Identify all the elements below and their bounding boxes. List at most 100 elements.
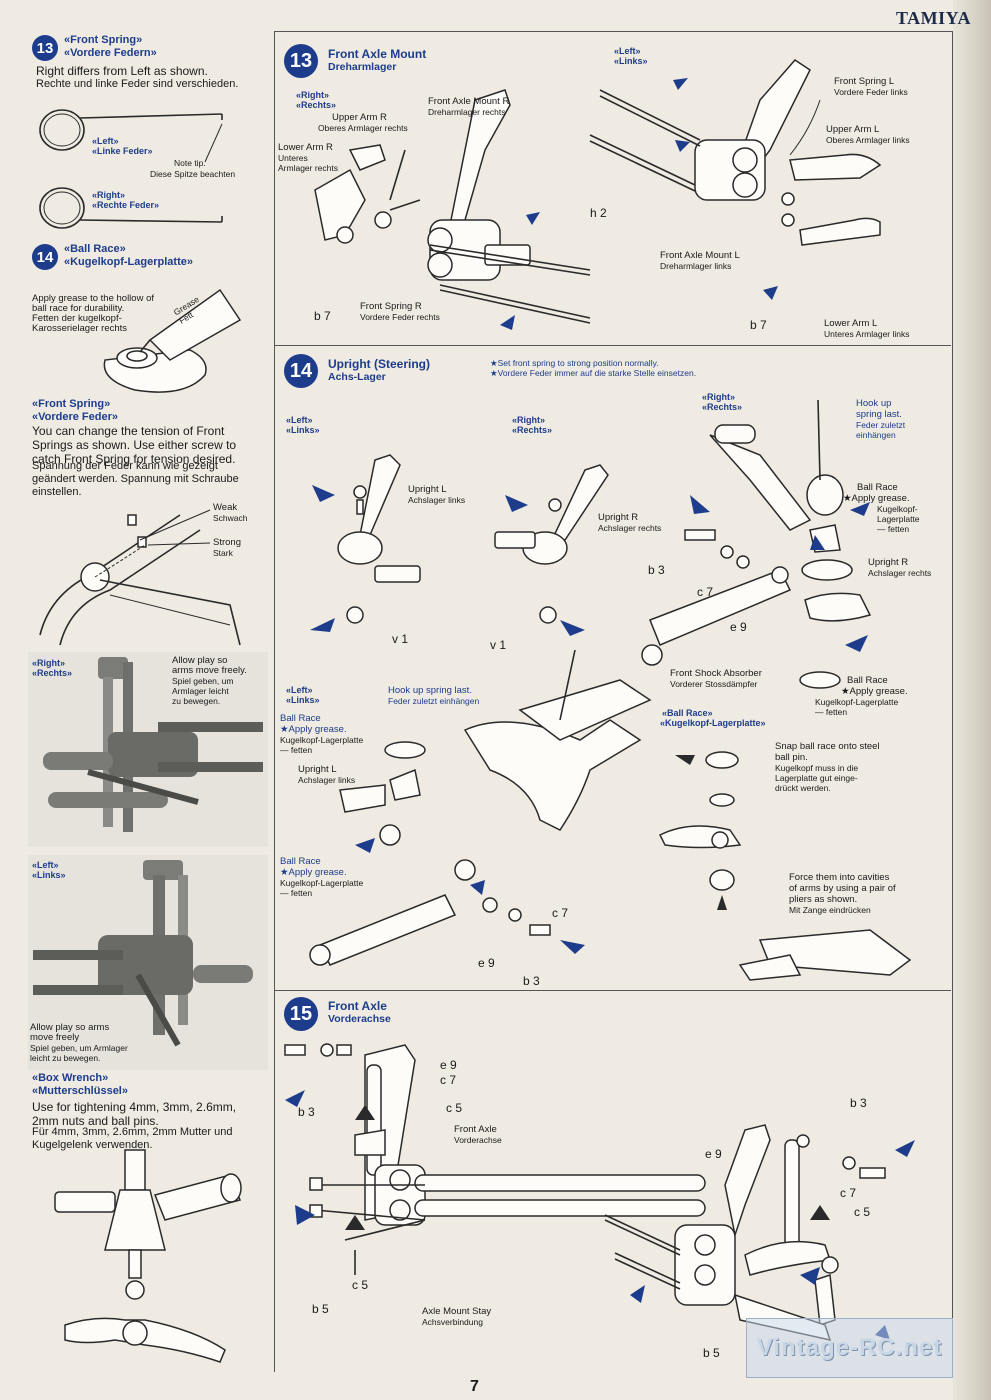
front-axle-label: Front Axle Vorderachse bbox=[454, 1124, 502, 1145]
hook-up-label: Hook up spring last. Feder zuletzt einhä… bbox=[856, 398, 905, 440]
part-e9-15r: e 9 bbox=[705, 1147, 722, 1161]
step14-title-en: Upright (Steering) bbox=[328, 357, 430, 371]
force-note-en-3: pliers as shown. bbox=[789, 894, 858, 905]
upright-r-de: Achslager rechts bbox=[598, 523, 662, 533]
spring-left-en: «Left» bbox=[92, 136, 119, 146]
upright-r2-de: Achslager rechts bbox=[868, 568, 932, 578]
lower-ball-race-2-fetten: — fetten bbox=[280, 888, 313, 898]
ball-race-note-en-2: ball race for durability. bbox=[32, 303, 125, 314]
lower-arm-l-en: Lower Arm L bbox=[824, 318, 878, 329]
apply-grease-en: ★Apply grease. bbox=[843, 493, 910, 504]
tension-diagram bbox=[39, 509, 241, 646]
front-spring-r-de: Vordere Feder rechts bbox=[360, 312, 440, 322]
photo-right-de: «Rechts» bbox=[32, 668, 73, 678]
lower-ball-race-2-en: Ball Race bbox=[280, 856, 321, 867]
lower-ball-race-2-grease: ★Apply grease. bbox=[280, 867, 347, 878]
part-b3-top: b 3 bbox=[648, 563, 665, 577]
step14-title-de: Achs-Lager bbox=[328, 371, 386, 383]
photo-right-label: «Right» «Rechts» bbox=[32, 658, 72, 678]
upper-arm-r-label: Upper Arm R Oberes Armlager rechts bbox=[318, 112, 408, 133]
spring-right-label: «Right» «Rechte Feder» bbox=[92, 190, 159, 210]
lager-de: Lagerplatte bbox=[877, 514, 920, 524]
lower-left-en: «Left» bbox=[286, 685, 313, 695]
upper-arm-r-de: Oberes Armlager rechts bbox=[318, 123, 408, 133]
upright-l-en: Upright L bbox=[408, 484, 447, 495]
hook-up-de: Feder zuletzt bbox=[856, 420, 906, 430]
steps-frame bbox=[274, 31, 953, 1372]
photo-right-note-5: zu bewegen. bbox=[172, 696, 221, 706]
divider-14-15 bbox=[274, 990, 951, 991]
ball-race-note-en-1: Apply grease to the hollow of bbox=[32, 293, 154, 304]
spring-right-en: «Right» bbox=[92, 190, 126, 200]
snap-note-de-3: drückt werden. bbox=[775, 783, 831, 793]
upper-arm-r-en: Upper Arm R bbox=[332, 112, 387, 123]
ball-race-grease-label: Ball Race ★Apply grease. Kugelkopf- Lage… bbox=[843, 482, 920, 534]
snap-note: Snap ball race onto steel ball pin. Kuge… bbox=[775, 741, 880, 793]
force-note-en-1: Force them into cavities bbox=[789, 872, 890, 883]
step14-right-en: «Right» bbox=[512, 415, 546, 425]
inset-ball-race-title-en: «Ball Race» bbox=[662, 708, 713, 718]
upright-l-de: Achslager links bbox=[408, 495, 466, 505]
front-axle-mount-l-de: Dreharmlager links bbox=[660, 261, 732, 271]
upper-arm-l-en: Upper Arm L bbox=[826, 124, 880, 135]
photo-left-note-2: move freely bbox=[30, 1032, 80, 1043]
step13-left-de: «Links» bbox=[614, 56, 648, 66]
lower-arm-r-de-2: Armlager rechts bbox=[278, 163, 338, 173]
snap-note-en-1: Snap ball race onto steel bbox=[775, 741, 880, 752]
shock-absorber-en: Front Shock Absorber bbox=[670, 668, 762, 679]
photo-right-note-3: Spiel geben, um bbox=[172, 676, 234, 686]
lower-arm-l-label: Lower Arm L Unteres Armlager links bbox=[824, 318, 910, 339]
photo-left-label: «Left» «Links» bbox=[32, 860, 66, 880]
photo-left-note-4: leicht zu bewegen. bbox=[30, 1053, 101, 1063]
step-number-14-left: 14 bbox=[32, 244, 58, 270]
note-tip-de: Diese Spitze beachten bbox=[150, 169, 236, 179]
axle-mount-stay-en: Axle Mount Stay bbox=[422, 1306, 492, 1317]
part-e9-15: e 9 bbox=[440, 1058, 457, 1072]
box-wrench-illustration bbox=[54, 1149, 242, 1363]
step13-right-en: «Right» bbox=[296, 90, 330, 100]
part-b3-lower: b 3 bbox=[523, 974, 540, 988]
part-h2: h 2 bbox=[590, 206, 607, 220]
photo-right-note: Allow play so arms move freely. Spiel ge… bbox=[172, 656, 247, 706]
spring-left-label: «Left» «Linke Feder» bbox=[92, 136, 153, 156]
divider-13-14 bbox=[274, 345, 951, 346]
lower-hook-en: Hook up spring last. bbox=[388, 685, 472, 696]
part-c7-15r: c 7 bbox=[840, 1186, 857, 1200]
part-b7-right: b 7 bbox=[314, 309, 331, 323]
part-c7-15: c 7 bbox=[440, 1073, 457, 1087]
step13-left-en: «Left» bbox=[614, 46, 641, 56]
step13-title: Front Axle Mount Dreharmlager bbox=[328, 48, 426, 74]
upper-arm-l-label: Upper Arm L Oberes Armlager links bbox=[826, 124, 910, 145]
hook-up-de2: einhängen bbox=[856, 430, 896, 440]
ball-race-en: Ball Race bbox=[857, 482, 898, 493]
part-c5-15: c 5 bbox=[446, 1101, 463, 1115]
ball-race-2-de: Kugelkopf-Lagerplatte bbox=[815, 697, 899, 707]
tension-title-de: «Vordere Feder» bbox=[32, 411, 119, 423]
step14-note-de: ★Vordere Feder immer auf die starke Stel… bbox=[490, 368, 697, 378]
front-spring-title-en: «Front Spring» bbox=[64, 34, 143, 46]
step13-drawing bbox=[314, 59, 882, 330]
front-spring-r-label: Front Spring R Vordere Feder rechts bbox=[360, 301, 440, 322]
force-note: Force them into cavities of arms by usin… bbox=[789, 872, 896, 915]
force-note-de: Mit Zange eindrücken bbox=[789, 905, 871, 915]
lower-upright-l-label: Upright L Achslager links bbox=[298, 764, 355, 785]
box-wrench-title-de: «Mutterschlüssel» bbox=[32, 1085, 128, 1097]
part-v1-left: v 1 bbox=[392, 632, 409, 646]
photo-right-note-2: arms move freely. bbox=[172, 665, 247, 676]
front-axle-mount-r-en: Front Axle Mount R bbox=[428, 96, 510, 107]
step15-title: Front Axle Vorderachse bbox=[328, 1000, 391, 1026]
upper-arm-l-de: Oberes Armlager links bbox=[826, 135, 910, 145]
weak-en: Weak bbox=[213, 502, 238, 513]
part-e9-lower: e 9 bbox=[478, 956, 495, 970]
part-c5-15r: c 5 bbox=[854, 1205, 871, 1219]
hook-up-en: Hook up bbox=[856, 398, 892, 409]
lower-arm-l-de: Unteres Armlager links bbox=[824, 329, 910, 339]
lower-left-label: «Left» «Links» bbox=[286, 685, 320, 705]
step14-right-de: «Rechts» bbox=[512, 425, 553, 435]
photo-right-assembly bbox=[28, 652, 268, 847]
lower-ball-race-grease: ★Apply grease. bbox=[280, 724, 347, 735]
part-b7-left: b 7 bbox=[750, 318, 767, 332]
ball-race-2-fetten: — fetten bbox=[815, 707, 848, 717]
tension-text-de: Spannung der Feder kann wie gezeigt geän… bbox=[32, 460, 239, 498]
